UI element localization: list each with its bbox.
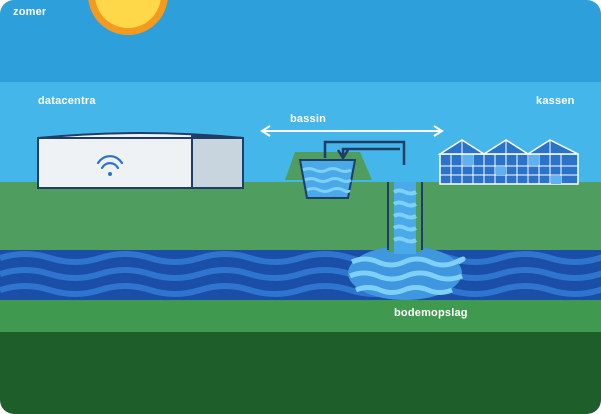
sky: [0, 0, 601, 82]
ground-clay-layer: [0, 300, 601, 332]
sun-icon: [88, 0, 168, 35]
basin-reservoir: [285, 152, 372, 199]
greenhouse-icon: [437, 139, 579, 185]
ground-surface: [0, 182, 601, 250]
well-shaft: [387, 182, 423, 254]
wifi-icon: [96, 155, 124, 176]
datacenter-building-icon: [37, 132, 244, 189]
ground-deep: [0, 332, 601, 414]
aquifer-label: bodemopslag: [394, 307, 468, 319]
datacenter-label: datacentra: [38, 95, 96, 107]
aquifer-waves: [0, 251, 601, 297]
warm-water-plume: [348, 246, 466, 300]
basin-label: bassin: [290, 113, 327, 125]
greenhouses-label: kassen: [536, 95, 575, 107]
bassin-double-arrow: [260, 125, 444, 137]
season-label: zomer: [13, 6, 47, 18]
pipe-network: [323, 140, 406, 165]
